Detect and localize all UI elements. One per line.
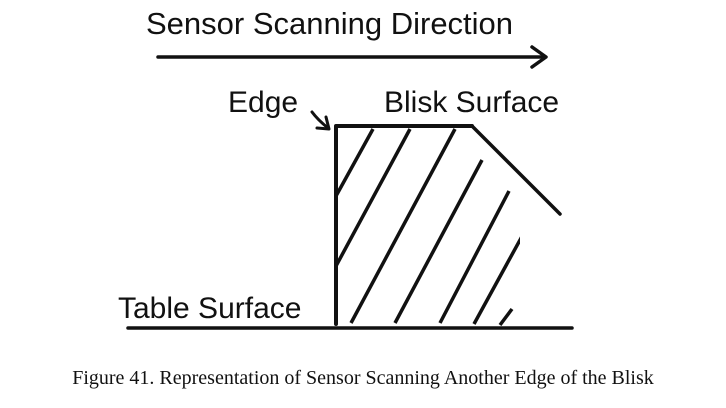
blisk-hatching [336, 128, 520, 327]
edge-pointer-arrow [310, 110, 331, 131]
scan-direction-label: Sensor Scanning Direction [146, 6, 513, 41]
scan-direction-arrow [156, 45, 548, 69]
blisk-surface-label: Blisk Surface [384, 86, 559, 119]
figure-caption: Figure 41. Representation of Sensor Scan… [72, 367, 654, 389]
blisk-outline [334, 124, 562, 326]
table-surface-label: Table Surface [118, 292, 301, 325]
edge-label: Edge [228, 86, 298, 119]
